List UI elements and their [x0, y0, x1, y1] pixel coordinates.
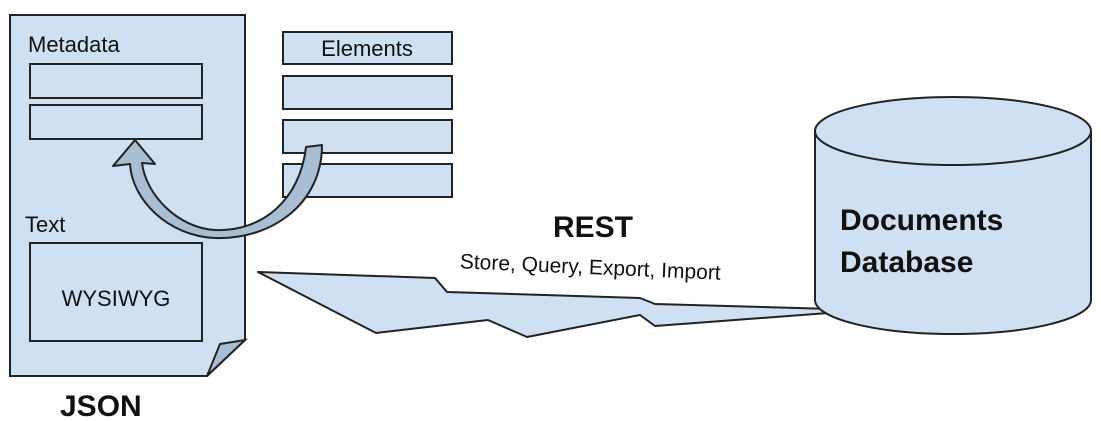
documents-database: Documents Database [814, 96, 1092, 335]
metadata-field-2 [29, 104, 203, 140]
database-label-line2: Database [840, 246, 973, 279]
text-label: Text [25, 212, 65, 237]
rest-operations-label: Store, Query, Export, Import [459, 250, 721, 284]
elements-label: Elements [321, 36, 413, 61]
json-caption: JSON [60, 390, 142, 421]
rest-connector-bolt [257, 271, 869, 338]
element-box-1 [282, 75, 453, 110]
database-cylinder-top [814, 96, 1092, 166]
json-document: Metadata Text WYSIWYG [9, 14, 249, 377]
metadata-field-1 [29, 63, 203, 99]
wysiwyg-label: WYSIWYG [62, 286, 171, 311]
json-document-folded-corner [206, 338, 249, 377]
metadata-label: Metadata [28, 32, 120, 57]
elements-header-box [282, 31, 453, 65]
rest-title: REST [553, 211, 633, 244]
curved-arrow-icon [112, 139, 323, 240]
elements-stack: Elements [282, 31, 453, 198]
wysiwyg-editor-box [29, 242, 203, 342]
database-label-line1: Documents [840, 204, 1003, 237]
database-cylinder-body [814, 131, 1092, 335]
